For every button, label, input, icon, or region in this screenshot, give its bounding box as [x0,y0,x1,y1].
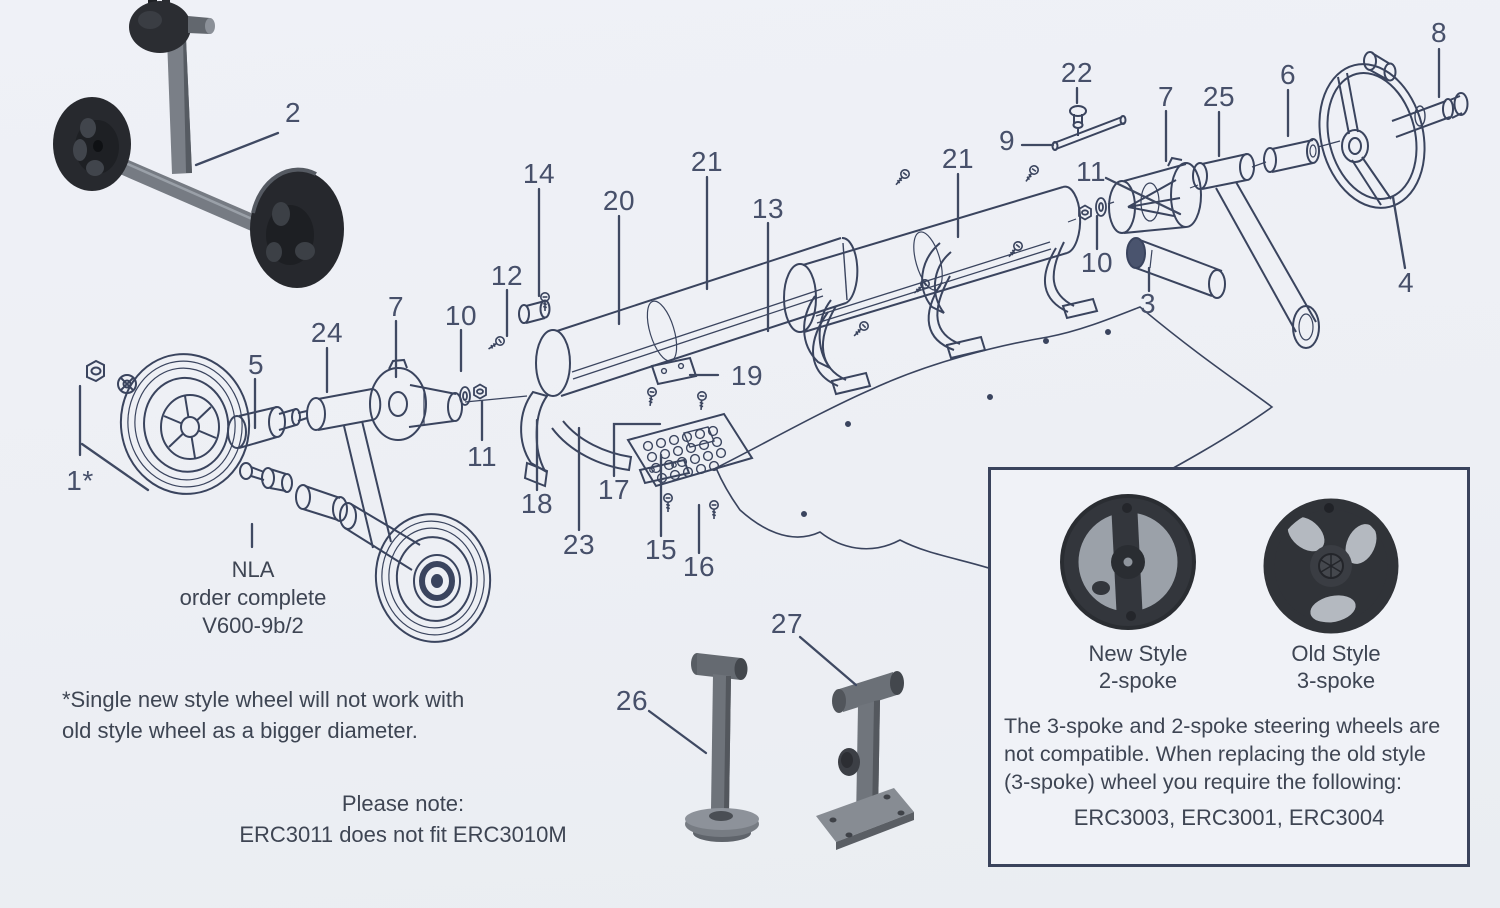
part-label-25: 25 [1202,81,1236,112]
front-axle-exploded [86,353,528,643]
asterisk-note-line1: *Single new style wheel will not work wi… [62,687,465,712]
part-label-11-left: 11 [466,441,498,472]
asterisk-note: *Single new style wheel will not work wi… [62,684,532,746]
part-label-11-right: 11 [1075,156,1107,187]
part-label-15: 15 [644,534,678,565]
please-note-line1: Please note: [341,791,465,816]
inset-body-line2: not compatible. When replacing the old s… [1004,742,1426,766]
part-label-4: 4 [1397,267,1415,298]
part-label-7-right: 7 [1157,81,1175,112]
part-label-14: 14 [522,158,556,189]
part-label-24: 24 [310,317,344,348]
part-label-17: 17 [597,474,631,505]
nla-line2: order complete [179,585,327,610]
part-label-6: 6 [1279,59,1297,90]
nla-line1: NLA [231,557,275,582]
please-note: Please note: ERC3011 does not fit ERC301… [148,788,658,850]
part-label-9: 9 [998,125,1016,156]
part-label-7-left: 7 [387,291,405,322]
part-label-3: 3 [1139,288,1157,319]
inset-body-line1: The 3-spoke and 2-spoke steering wheels … [1004,714,1441,738]
part-label-21-left: 21 [690,146,724,177]
inset-required-parts: ERC3003, ERC3001, ERC3004 [1073,805,1385,830]
roller-tube-left [518,236,859,488]
part-label-10-left: 10 [444,300,478,331]
old-style-caption-line1: Old Style [1291,641,1381,666]
part-label-13: 13 [751,193,785,224]
old-style-caption: Old Style 3-spoke [1241,640,1431,694]
new-style-caption: New Style 2-spoke [1043,640,1233,694]
part-label-20: 20 [602,185,636,216]
part-label-26: 26 [615,685,649,716]
part-label-18: 18 [520,488,554,519]
part-label-12: 12 [490,260,524,291]
part-label-21-right: 21 [941,143,975,174]
new-style-wheel-photo [1060,494,1196,630]
old-style-wheel-photo [1263,498,1399,634]
inset-body-text: The 3-spoke and 2-spoke steering wheels … [1004,712,1456,796]
part-label-8: 8 [1430,17,1448,48]
inset-body-line3: (3-spoke) wheel you require the followin… [1004,770,1402,794]
part-label-2: 2 [284,97,302,128]
wheel-kit-photo [53,0,344,288]
part-label-5: 5 [247,349,265,380]
part-label-22: 22 [1060,57,1094,88]
nla-line3: V600-9b/2 [202,613,304,638]
cover-sheet [714,306,1274,576]
part-label-1: 1* [66,465,94,496]
part-label-23: 23 [562,529,596,560]
new-style-caption-line2: 2-spoke [1098,668,1178,693]
drive-end-exploded [1051,51,1469,349]
steering-wheel-inset-box: New Style 2-spoke Old Style 3-spoke The … [988,467,1470,867]
new-style-caption-line1: New Style [1088,641,1188,666]
part-label-27: 27 [770,608,804,639]
leg-pedestal-photo [685,653,759,842]
please-note-line2: ERC3011 does not fit ERC3010M [239,822,567,847]
old-style-caption-line2: 3-spoke [1296,668,1376,693]
part-label-10-right: 10 [1080,247,1114,278]
asterisk-note-line2: old style wheel as a bigger diameter. [62,718,418,743]
leader-lines [78,47,1441,755]
roller-tube-right [783,185,1099,396]
fixing-plate [626,412,754,488]
inset-wheel-photos [1060,494,1399,634]
nla-note: NLA order complete V600-9b/2 [128,556,378,640]
part-label-16: 16 [682,551,716,582]
part-label-19: 19 [730,360,764,391]
leg-bracket-photo [816,671,914,850]
